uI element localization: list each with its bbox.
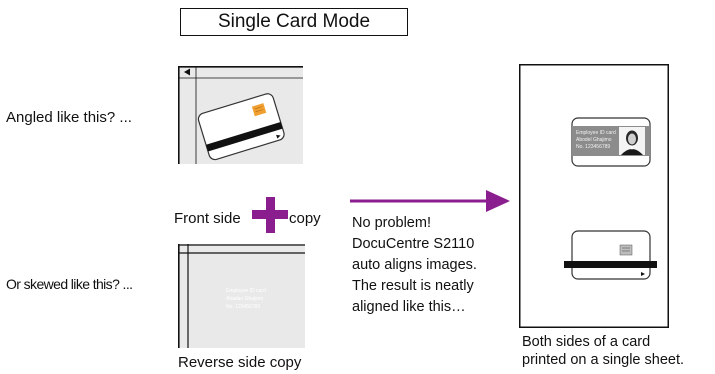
reverse-label: Reverse side copy — [178, 354, 302, 371]
answer-line: auto aligns images. — [352, 257, 477, 273]
answer-line: The result is neatly — [352, 278, 474, 294]
plus-icon — [252, 197, 288, 233]
skewed-card-panel — [178, 244, 305, 348]
caption-line: Both sides of a card — [522, 334, 651, 350]
id-card-back — [564, 230, 657, 280]
answer-line: aligned like this… — [352, 299, 466, 315]
result-sheet — [519, 64, 669, 328]
answer-line: DocuCentre S2110 — [352, 236, 475, 252]
chip-icon — [251, 103, 267, 117]
front-label-left: Front side — [174, 210, 241, 227]
arrow-right-icon — [350, 190, 510, 212]
triangle-left-icon — [184, 68, 190, 76]
caption-line: printed on a single sheet. — [522, 352, 685, 368]
question-angled: Angled like this? ... — [6, 109, 132, 126]
mode-title: Single Card Mode — [180, 8, 408, 36]
id-card-text: Employee ID card Abodel Ghajimo No. 1234… — [576, 130, 616, 150]
skewed-card-text: Employee ID card Ahadan Ghajimo No. 1234… — [226, 288, 266, 310]
angled-card — [197, 93, 285, 161]
result-caption: Both sides of a card printed on a single… — [522, 333, 684, 369]
question-skewed: Or skewed like this? ... — [6, 276, 133, 292]
id-card-front — [571, 117, 651, 167]
angled-card-panel — [178, 66, 303, 164]
chip-icon — [619, 244, 633, 256]
answer-line: No problem! — [352, 215, 431, 231]
front-label-right: copy — [289, 210, 321, 227]
answer-text: No problem! DocuCentre S2110 auto aligns… — [352, 213, 477, 318]
